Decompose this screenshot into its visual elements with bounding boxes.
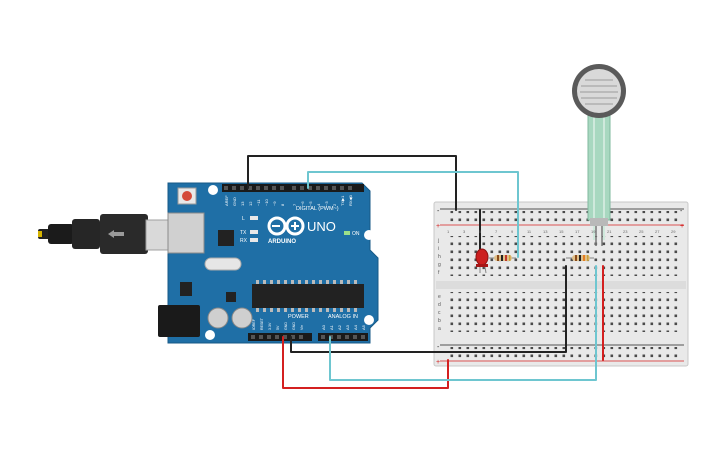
row-letter: d xyxy=(438,302,441,308)
digital-pin-label: ~3 xyxy=(324,201,329,206)
analog-pin-label: A5 xyxy=(361,324,366,330)
row-letter: b xyxy=(438,318,441,324)
column-number: 1 xyxy=(447,229,450,234)
rail-minus-label: - xyxy=(437,208,440,215)
analog-pin-label: A4 xyxy=(353,324,358,330)
force-sensor-icon[interactable] xyxy=(572,64,626,246)
wire-cyan-digital[interactable] xyxy=(307,171,519,258)
analog-header-label: ANALOG IN xyxy=(328,314,358,320)
column-number: 27 xyxy=(655,229,660,234)
row-letter: c xyxy=(438,310,441,316)
power-pin-label: RESET xyxy=(260,317,264,330)
column-number: 17 xyxy=(575,229,580,234)
rail-plus-label-right: + xyxy=(680,223,684,230)
wire-black-gnd[interactable] xyxy=(247,155,457,211)
analog-pin-label: A2 xyxy=(337,324,342,330)
wire-red-5v[interactable] xyxy=(282,336,449,389)
wire-cyan-analog[interactable] xyxy=(329,265,597,381)
column-number: 3 xyxy=(463,229,466,234)
terminal-strip-bottom[interactable] xyxy=(446,292,678,332)
led-label-l: L xyxy=(242,216,245,222)
digital-pin-label: ~6 xyxy=(300,201,305,206)
analog-pin-label: A3 xyxy=(345,324,350,330)
power-pin-header[interactable] xyxy=(248,333,312,341)
digital-pin-label: 4 xyxy=(316,203,321,206)
power-pin-label: IOREF xyxy=(252,318,256,330)
power-pin-label: 5V xyxy=(276,325,280,330)
analog-pin-label: A1 xyxy=(329,324,334,330)
row-letter: i xyxy=(438,246,439,252)
arduino-logo-icon xyxy=(267,216,305,236)
digital-pin-label: TX▶1 xyxy=(340,195,345,206)
breadboard[interactable]: - + - + - + j i h g f e d c b a xyxy=(433,201,689,367)
digital-pin-label: 7 xyxy=(292,203,297,206)
rail-minus-label-right: - xyxy=(680,208,683,215)
board-brand: ARDUINO xyxy=(268,239,296,245)
digital-pin-label: 2 xyxy=(332,203,337,206)
row-letter: h xyxy=(438,254,441,260)
column-number: 19 xyxy=(591,229,596,234)
power-header-label: POWER xyxy=(288,314,309,320)
digital-pin-label: ~10 xyxy=(264,198,269,206)
column-number: 21 xyxy=(607,229,612,234)
usb-cable-icon[interactable] xyxy=(38,214,175,254)
rail-plus-label-bottom: + xyxy=(436,359,440,366)
rail-minus-label-bottom: - xyxy=(437,344,440,351)
power-pin-label: GND xyxy=(284,322,288,330)
column-number: 25 xyxy=(639,229,644,234)
digital-pin-label: 12 xyxy=(248,201,253,206)
on-label: ON xyxy=(352,231,360,237)
led-icon[interactable] xyxy=(475,248,489,274)
row-letter: e xyxy=(438,294,441,300)
digital-pin-label: GND xyxy=(232,197,237,206)
power-pin-label: GND xyxy=(292,322,296,330)
digital-pin-label: 13 xyxy=(240,201,245,206)
led-label-tx: TX xyxy=(240,230,247,236)
row-letter: j xyxy=(437,238,439,244)
column-number: 13 xyxy=(543,229,548,234)
digital-pin-label: ~11 xyxy=(256,199,261,206)
power-pin-label: 3.3V xyxy=(268,322,272,330)
column-number: 23 xyxy=(623,229,628,234)
analog-pin-label: A0 xyxy=(321,324,326,330)
pull-down-resistor-icon[interactable] xyxy=(566,255,594,261)
digital-pin-label: 8 xyxy=(280,203,285,206)
column-number: 15 xyxy=(559,229,564,234)
wire-black-gnd-bottom[interactable] xyxy=(290,265,567,353)
rail-plus-label: + xyxy=(436,223,440,230)
column-number: 29 xyxy=(671,229,676,234)
led-label-rx: RX xyxy=(240,238,248,244)
row-letter: a xyxy=(438,326,441,332)
row-letter: g xyxy=(438,262,441,268)
reset-button[interactable] xyxy=(182,191,192,201)
digital-pin-label: ~5 xyxy=(308,201,313,206)
column-number: 9 xyxy=(511,229,514,234)
column-number: 7 xyxy=(495,229,498,234)
resistor-icon[interactable] xyxy=(488,255,516,261)
row-letter: f xyxy=(438,270,440,276)
arduino-board[interactable]: L TX RX ON UNO ARDUINO DIGITAL (PWM~) PO… xyxy=(158,182,379,344)
digital-header-label: DIGITAL (PWM~) xyxy=(296,206,339,212)
board-model: UNO xyxy=(307,219,336,234)
digital-pin-label: AREF xyxy=(224,195,229,206)
digital-pin-label: ~9 xyxy=(272,201,277,206)
power-pin-label: Vin xyxy=(300,325,304,330)
digital-pin-label: RX◀0 xyxy=(348,194,353,206)
analog-pin-header[interactable] xyxy=(318,333,368,341)
column-number: 5 xyxy=(479,229,482,234)
column-number: 11 xyxy=(527,229,532,234)
